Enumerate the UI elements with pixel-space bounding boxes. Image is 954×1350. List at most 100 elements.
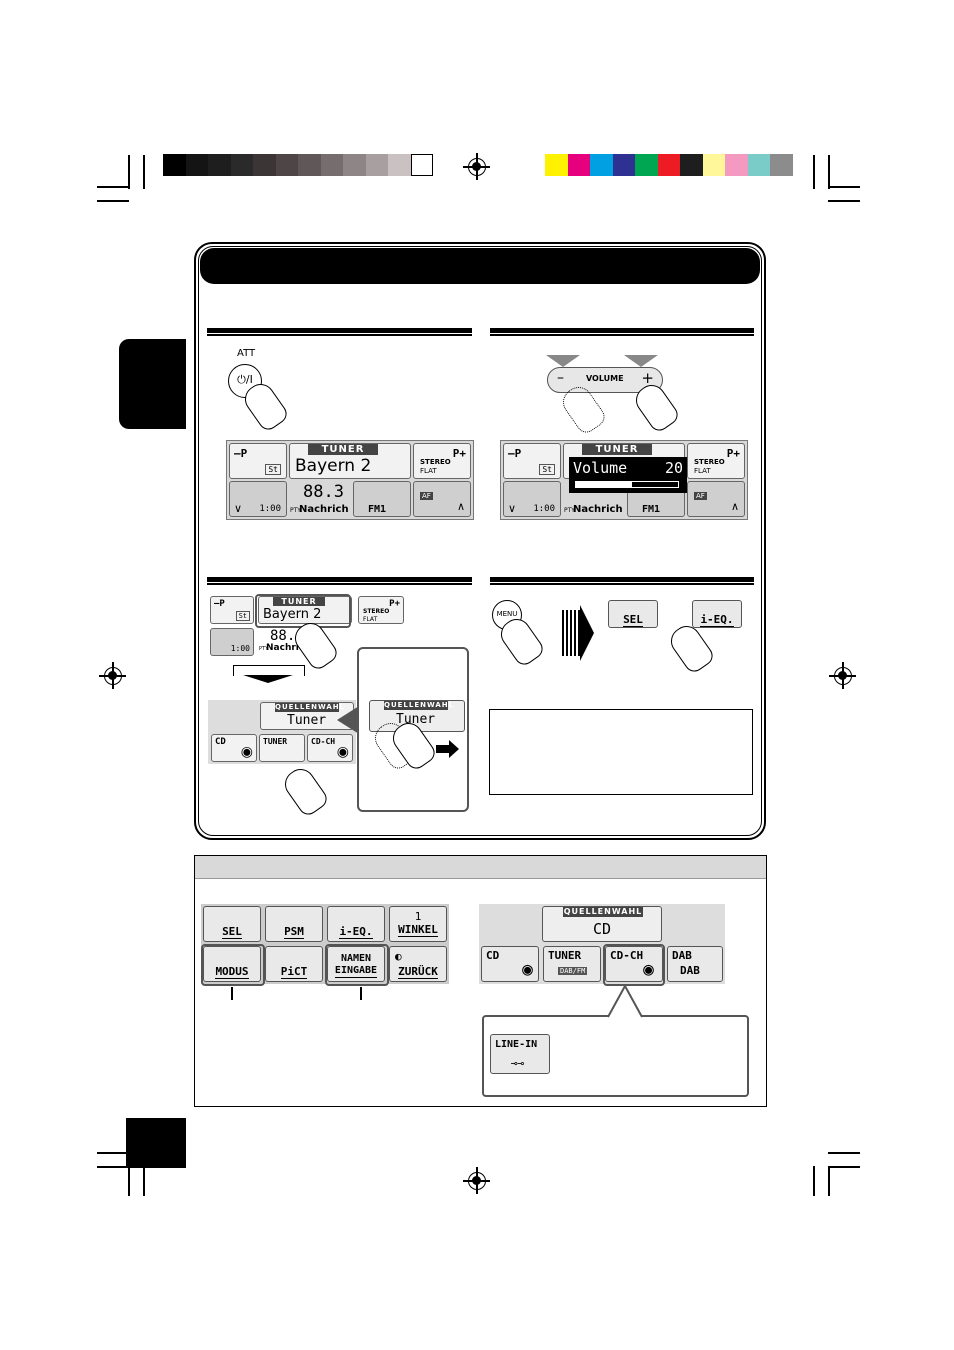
sel-button[interactable]: SEL <box>608 600 658 628</box>
menu-sel[interactable]: SEL <box>203 906 261 942</box>
gray-swatch <box>208 154 231 176</box>
callout-pointer <box>600 984 650 1018</box>
page-number-block <box>126 1118 186 1168</box>
tuner-display-volume: –P St TUNER P+ STEREO FLAT ∨ 1:00 PTY Na… <box>500 440 748 520</box>
volume-overlay: Volume 20 <box>569 457 687 493</box>
crop-mark <box>97 200 129 202</box>
line-in-button[interactable]: LINE-IN ⊸⊸ <box>490 1034 550 1074</box>
color-swatch <box>590 154 613 176</box>
arrow-down-icon <box>546 355 580 367</box>
crop-mark <box>128 155 130 189</box>
station-name-box[interactable]: TUNER Bayern 2 <box>289 443 411 479</box>
preset-up-button[interactable]: P+ STEREO FLAT <box>413 443 471 479</box>
att-label: ATT <box>237 348 255 359</box>
registration-mark-icon <box>834 667 852 685</box>
highlight-frame <box>201 944 265 986</box>
source-cd[interactable]: CD◉ <box>481 946 539 982</box>
crop-mark <box>828 155 830 189</box>
color-swatch <box>545 154 568 176</box>
seek-down-button[interactable]: ∨ 1:00 <box>229 481 287 517</box>
gray-swatch <box>321 154 344 176</box>
section-rule <box>207 328 472 333</box>
menu-psm[interactable]: PSM <box>265 906 323 942</box>
chevron-down-icon: ∨ <box>234 502 242 515</box>
color-swatch <box>613 154 636 176</box>
section-rule <box>490 577 754 582</box>
crop-mark <box>813 1166 815 1196</box>
tuner-display: –P St TUNER Bayern 2 P+ STEREO FLAT ∨ 1:… <box>226 440 474 520</box>
crop-mark <box>828 1166 830 1196</box>
crop-mark <box>97 1166 129 1168</box>
preset-down-button[interactable]: –P St <box>229 443 287 479</box>
highlight-frame <box>603 944 665 986</box>
chevron-up-icon: ∧ <box>457 500 465 513</box>
back-icon: ◐ <box>395 950 402 963</box>
chevron-up-icon: ∧ <box>731 500 739 513</box>
power-icon: ⏻/I <box>237 373 253 386</box>
arrow-right-icon <box>436 745 450 753</box>
gray-swatch <box>231 154 254 176</box>
note-box <box>489 709 753 795</box>
crop-mark <box>143 155 145 189</box>
registration-mark-icon <box>104 667 122 685</box>
gray-swatch <box>388 154 411 176</box>
color-swatch <box>658 154 681 176</box>
dab-logo-icon: DAB <box>680 964 700 977</box>
gray-swatch <box>276 154 299 176</box>
gray-swatch <box>298 154 321 176</box>
color-swatch <box>568 154 591 176</box>
source-select-display: QUELLENWAHL Tuner CD◉ TUNER CD-CH◉ <box>208 700 356 764</box>
station-name: Bayern 2 <box>295 456 371 476</box>
volume-label: VOLUME <box>586 374 624 383</box>
gray-swatch <box>366 154 389 176</box>
crop-mark <box>128 1166 130 1196</box>
color-swatch <box>770 154 793 176</box>
gray-swatch <box>343 154 366 176</box>
language-tab <box>119 339 186 429</box>
source-cd-button[interactable]: CD◉ <box>211 734 257 762</box>
registration-mark-icon <box>468 1172 486 1190</box>
transition-arrow-icon <box>562 610 580 656</box>
color-swatch <box>635 154 658 176</box>
pointer-line <box>360 987 362 1000</box>
pointer-line <box>231 987 233 1000</box>
menu-pict[interactable]: PiCT <box>265 946 323 982</box>
color-swatch <box>703 154 726 176</box>
color-swatch <box>680 154 703 176</box>
volume-level-bar <box>575 481 679 488</box>
pty-value: Nachrich <box>299 504 349 515</box>
band-button[interactable]: FM1 <box>353 481 411 517</box>
crop-mark <box>143 1166 145 1196</box>
highlight-frame <box>255 594 351 628</box>
seek-up-button[interactable]: AF ∧ <box>413 481 471 517</box>
source-tuner-button[interactable]: TUNER <box>259 734 305 762</box>
menu-ieq[interactable]: i-EQ. <box>327 906 385 942</box>
crop-mark <box>828 186 860 188</box>
color-swatch <box>725 154 748 176</box>
menu-zurueck[interactable]: ◐ZURÜCK <box>389 946 447 982</box>
disc-icon: ◉ <box>337 744 349 760</box>
section-rule <box>490 328 754 333</box>
crop-mark <box>828 1152 860 1154</box>
crop-mark <box>97 1152 129 1154</box>
registration-mark-icon <box>468 158 486 176</box>
crop-mark <box>828 200 860 202</box>
crop-mark <box>828 1166 860 1168</box>
gray-swatch <box>411 154 434 176</box>
gray-swatch <box>163 154 186 176</box>
gray-swatch <box>253 154 276 176</box>
gray-swatch <box>186 154 209 176</box>
section-rule <box>207 577 472 582</box>
chevron-down-icon: ∨ <box>508 502 516 515</box>
callout-pointer <box>337 706 359 734</box>
crop-mark <box>813 155 815 189</box>
source-cdch-button[interactable]: CD-CH◉ <box>307 734 353 762</box>
crop-mark <box>97 186 129 188</box>
connector-icon: ⊸⊸ <box>511 1057 524 1070</box>
volume-minus: – <box>557 370 564 386</box>
ieq-button[interactable]: i-EQ. <box>692 600 742 628</box>
